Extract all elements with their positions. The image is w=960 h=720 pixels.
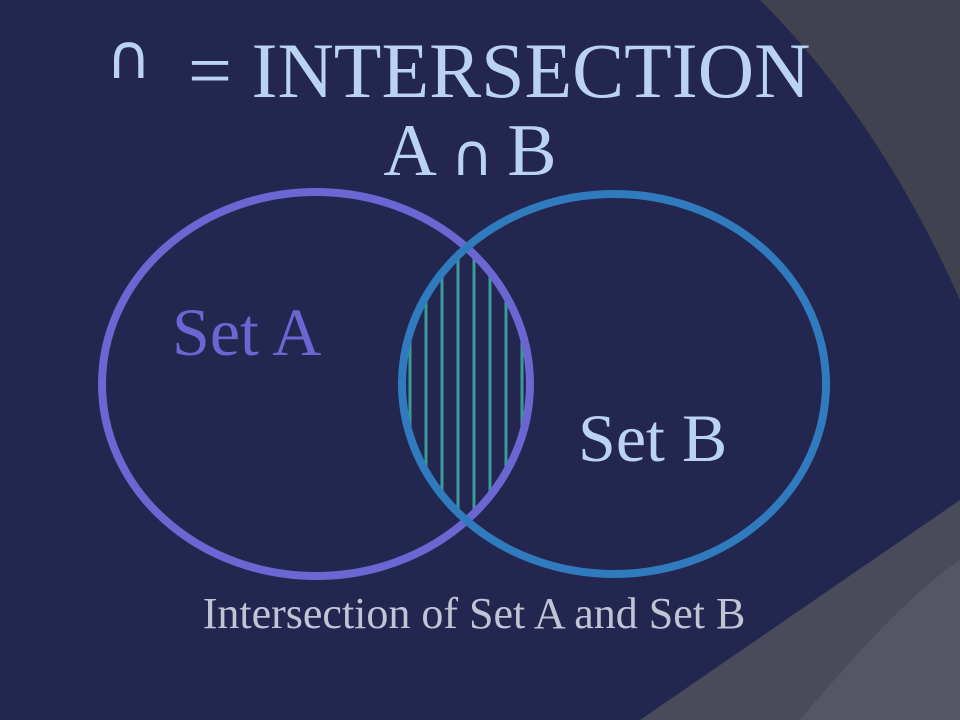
- intersection-symbol: ∩: [106, 20, 152, 93]
- hatch-lines: [408, 211, 524, 557]
- set-a-circle: [98, 188, 534, 580]
- subtitle-operator: ∩: [450, 121, 494, 189]
- corner-shape-top: [760, 0, 960, 300]
- set-b-circle: [398, 190, 830, 578]
- caption: Intersection of Set A and Set B: [202, 589, 746, 638]
- subtitle-expression: A∩B: [0, 114, 940, 188]
- slide-title: = INTERSECTION: [188, 27, 811, 114]
- intersection-hatch: [408, 211, 524, 557]
- set-b-label: Set B: [578, 400, 728, 476]
- subtitle-set-a: A: [383, 110, 437, 192]
- set-a-label: Set A: [172, 294, 322, 370]
- subtitle-set-b: B: [507, 110, 557, 192]
- corner-shape-edge: [800, 560, 960, 720]
